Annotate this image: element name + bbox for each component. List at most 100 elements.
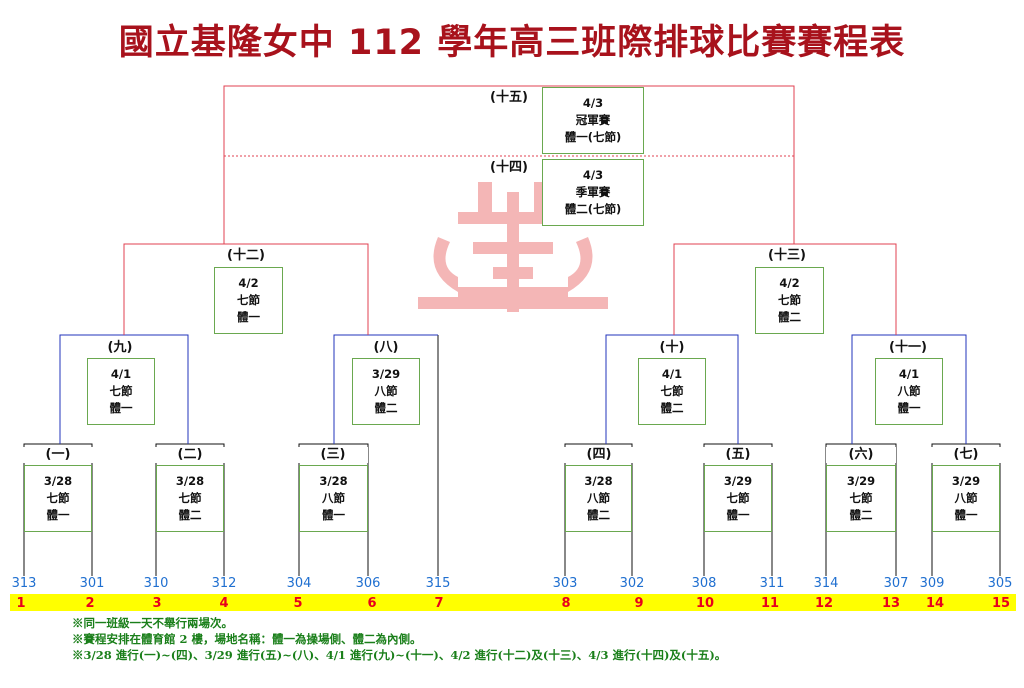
match-label-4: (四) <box>564 447 634 463</box>
team-seed: 2 <box>85 596 95 611</box>
team-class: 305 <box>987 576 1013 591</box>
match-box-8: 3/29 八節 體二 <box>352 358 420 425</box>
match-date: 3/28 <box>584 474 613 488</box>
match-date: 4/1 <box>661 367 683 381</box>
match-date: 3/29 <box>951 474 981 488</box>
match-box-9: 4/1 七節 體一 <box>87 358 155 425</box>
team-seed: 11 <box>760 596 780 611</box>
team-seed: 3 <box>152 596 162 611</box>
match-label-11: (十一) <box>873 340 943 356</box>
team-class: 301 <box>79 576 105 591</box>
match-date: 3/29 <box>846 474 876 488</box>
team-seed: 4 <box>219 596 229 611</box>
match-venue: 體二 <box>660 401 684 415</box>
match-period: 七節 <box>849 491 873 505</box>
team-seed: 13 <box>881 596 901 611</box>
match-period: 冠軍賽 <box>575 113 611 127</box>
match-label-10: (十) <box>637 340 707 356</box>
match-box-7: 3/29 八節 體一 <box>932 465 1000 532</box>
note-2: ※賽程安排在體育館 2 樓，場地名稱：體一為操場側、體二為內側。 <box>72 632 422 646</box>
team-seed: 15 <box>991 596 1011 611</box>
team-class: 302 <box>619 576 645 591</box>
match-period: 七節 <box>178 491 202 505</box>
match-period: 八節 <box>322 491 345 505</box>
match-date: 4/1 <box>898 367 920 381</box>
team-class: 313 <box>11 576 37 591</box>
match-label-5: (五) <box>703 447 773 463</box>
team-seed: 10 <box>695 596 715 611</box>
match-venue: 體一(七節) <box>564 130 622 144</box>
match-label-8: (八) <box>351 340 421 356</box>
match-period: 八節 <box>374 384 398 398</box>
match-venue: 體一 <box>322 508 345 522</box>
seed-bar <box>10 594 1016 611</box>
team-seed: 6 <box>367 596 377 611</box>
team-class: 315 <box>425 576 451 591</box>
team-seed: 1 <box>16 596 26 611</box>
match-venue: 體一 <box>237 310 260 324</box>
match-date: 4/3 <box>582 168 604 182</box>
match-venue: 體二 <box>178 508 202 522</box>
match-venue: 體二 <box>849 508 873 522</box>
match-box-10: 4/1 七節 體二 <box>638 358 706 425</box>
match-label-3: (三) <box>298 447 368 463</box>
match-period: 八節 <box>587 491 610 505</box>
match-venue: 體二(七節) <box>564 202 622 216</box>
match-box-12: 4/2 七節 體一 <box>214 267 283 334</box>
match-label-6: (六) <box>826 447 896 463</box>
match-period: 七節 <box>109 384 133 398</box>
match-period: 七節 <box>237 293 260 307</box>
team-seed: 14 <box>925 596 945 611</box>
team-seed: 9 <box>634 596 644 611</box>
match-date: 3/28 <box>175 474 205 488</box>
match-date: 3/28 <box>319 474 348 488</box>
team-class: 304 <box>286 576 312 591</box>
match-box-13: 4/2 七節 體二 <box>755 267 824 334</box>
match-period: 八節 <box>897 384 921 398</box>
match-box-15: 4/3 冠軍賽 體一(七節) <box>542 87 644 154</box>
match-label-15: (十五) <box>474 90 544 106</box>
match-venue: 體一 <box>954 508 978 522</box>
team-class: 307 <box>883 576 909 591</box>
team-class: 306 <box>355 576 381 591</box>
match-label-7: (七) <box>931 447 1001 463</box>
match-period: 七節 <box>46 491 70 505</box>
team-class: 303 <box>552 576 578 591</box>
match-period: 季軍賽 <box>575 185 611 199</box>
match-date: 4/2 <box>238 276 259 290</box>
match-label-13: (十三) <box>752 248 822 264</box>
match-venue: 體一 <box>109 401 133 415</box>
school-emblem-icon <box>418 182 608 312</box>
match-label-12: (十二) <box>211 248 281 264</box>
team-seed: 7 <box>434 596 444 611</box>
match-box-11: 4/1 八節 體一 <box>875 358 943 425</box>
page-title: 國立基隆女中 112 學年高三班際排球比賽賽程表 <box>118 23 906 63</box>
match-box-3: 3/28 八節 體一 <box>299 465 368 532</box>
match-date: 3/29 <box>723 474 753 488</box>
match-venue: 體一 <box>46 508 70 522</box>
match-label-2: (二) <box>155 447 225 463</box>
match-venue: 體二 <box>778 310 801 324</box>
match-date: 4/1 <box>110 367 132 381</box>
note-3: ※3/28 進行(一)~(四)、3/29 進行(五)~(八)、4/1 進行(九)… <box>72 648 727 662</box>
match-venue: 體二 <box>374 401 398 415</box>
match-venue: 體二 <box>587 508 610 522</box>
team-class: 310 <box>143 576 169 591</box>
match-date: 4/3 <box>582 96 604 110</box>
match-period: 七節 <box>660 384 684 398</box>
team-seed: 12 <box>814 596 834 611</box>
match-venue: 體一 <box>726 508 750 522</box>
team-class: 314 <box>813 576 839 591</box>
match-label-14: (十四) <box>474 160 544 176</box>
match-box-6: 3/29 七節 體二 <box>826 465 896 532</box>
team-class: 308 <box>691 576 717 591</box>
match-date: 4/2 <box>779 276 800 290</box>
match-period: 七節 <box>778 293 801 307</box>
match-box-2: 3/28 七節 體二 <box>156 465 224 532</box>
match-box-4: 3/28 八節 體二 <box>565 465 632 532</box>
match-period: 七節 <box>726 491 750 505</box>
note-1: ※同一班級一天不舉行兩場次。 <box>72 616 233 630</box>
team-seed: 5 <box>293 596 303 611</box>
match-box-1: 3/28 七節 體一 <box>24 465 92 532</box>
match-box-14: 4/3 季軍賽 體二(七節) <box>542 159 644 226</box>
